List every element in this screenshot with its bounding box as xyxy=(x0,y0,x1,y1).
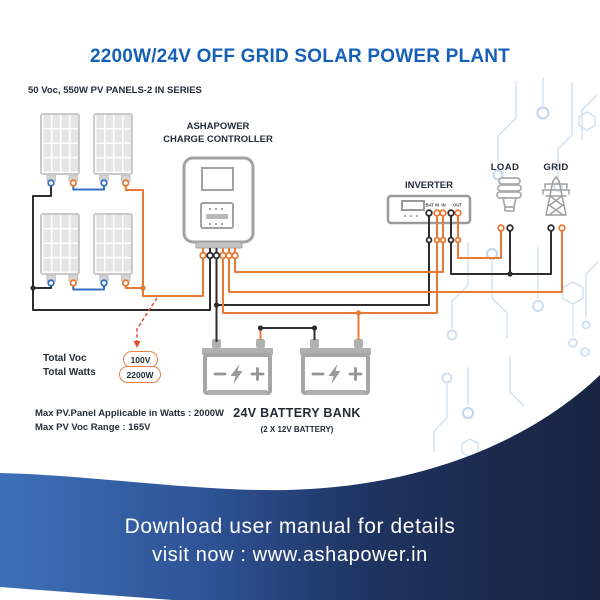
transmission-tower-icon xyxy=(542,175,570,216)
inverter-terminal-label-in: IN xyxy=(441,203,445,208)
inverter-terminal-label-bat-in: BAT IN xyxy=(426,203,440,208)
pv-panel xyxy=(40,113,80,175)
pv-array-spec-label: 50 Voc, 550W PV PANELS-2 IN SERIES xyxy=(28,85,202,96)
grid-label: GRID xyxy=(543,162,569,173)
junction-dots xyxy=(30,271,513,331)
banner-line2: visit now : www.ashapower.in xyxy=(152,544,428,566)
page-title: 2200W/24V OFF GRID SOLAR POWER PLANT xyxy=(90,46,510,67)
battery-icon-1 xyxy=(202,339,273,395)
battery-bank-sublabel: (2 X 12V BATTERY) xyxy=(260,425,334,434)
charge-controller-label: ASHAPOWER CHARGE CONTROLLER xyxy=(148,121,288,146)
terminal-rings xyxy=(47,179,566,287)
note-max-voc: Max PV Voc Range : 165V xyxy=(35,422,151,433)
total-voc-label: Total Voc xyxy=(43,353,87,364)
banner xyxy=(0,375,600,600)
note-max-watts: Max PV.Panel Applicable in Watts : 2000W xyxy=(35,408,225,419)
total-watts-value-badge: 2200W xyxy=(119,366,161,383)
dashed-callout-arrow xyxy=(133,297,158,348)
pv-panel xyxy=(40,213,80,275)
wires-orange xyxy=(124,183,563,340)
charge-controller-label-line2: CHARGE CONTROLLER xyxy=(163,133,273,145)
pv-panel xyxy=(93,213,133,275)
battery-icon-2 xyxy=(300,339,371,395)
pv-panel xyxy=(93,113,133,175)
inverter-label: INVERTER xyxy=(404,180,454,191)
charge-controller-device xyxy=(182,156,255,249)
cfl-bulb-icon xyxy=(496,177,522,212)
battery-bank-label: 24V BATTERY BANK xyxy=(233,406,361,420)
load-label: LOAD xyxy=(490,162,520,173)
inverter-terminal-label-out: OUT xyxy=(453,203,462,208)
total-watts-label: Total Watts xyxy=(43,367,96,378)
banner-line1: Download user manual for details xyxy=(124,515,456,538)
charge-controller-label-line1: ASHAPOWER xyxy=(186,121,250,132)
